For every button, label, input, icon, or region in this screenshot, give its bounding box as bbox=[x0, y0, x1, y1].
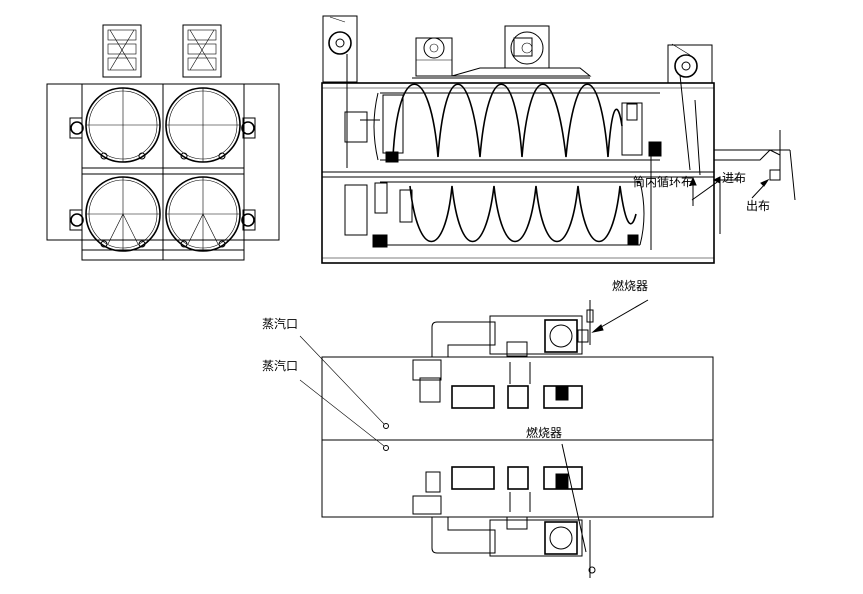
label-burner-mid: 燃烧器 bbox=[526, 425, 562, 440]
top-fan-right bbox=[504, 25, 550, 69]
end-view-roller bbox=[241, 213, 255, 227]
callout-burner-mid: 燃烧器 bbox=[526, 425, 587, 553]
plan-frame bbox=[321, 356, 714, 518]
left-roller-frame bbox=[322, 15, 358, 83]
plan-burner-assembly-bottom bbox=[431, 516, 596, 578]
label-steam-inlet-1: 蒸汽口 bbox=[262, 316, 298, 331]
end-view-drum-top-left bbox=[85, 87, 161, 163]
lower-drum bbox=[344, 145, 652, 250]
plan-burner-assembly-top bbox=[431, 300, 594, 357]
callout-cloth-out: 出布 bbox=[746, 178, 770, 213]
callout-burner-top: 燃烧器 bbox=[591, 278, 649, 333]
end-view-drum-top-right bbox=[165, 87, 241, 163]
end-view-drum-bottom-right bbox=[165, 176, 241, 252]
end-view bbox=[46, 24, 280, 261]
callout-cloth-in: 进布 bbox=[712, 171, 746, 185]
end-view-roller bbox=[241, 121, 255, 135]
upper-drum bbox=[344, 83, 662, 163]
label-cloth-in: 进布 bbox=[722, 171, 746, 185]
label-steam-inlet-2: 蒸汽口 bbox=[262, 358, 298, 373]
label-inner-circulation: 筒内循环布 bbox=[633, 174, 693, 189]
callout-steam-inlet-2: 蒸汽口 bbox=[262, 358, 389, 451]
plan-upper-row-units bbox=[412, 359, 583, 409]
guide-roller-right bbox=[674, 54, 698, 78]
end-view-fan-right bbox=[182, 24, 222, 78]
steam-inlet-marker bbox=[383, 445, 389, 451]
end-view-roller bbox=[70, 121, 84, 135]
plan-lower-row-units bbox=[412, 466, 583, 515]
steam-inlet-marker bbox=[383, 423, 389, 429]
side-elevation bbox=[321, 15, 796, 264]
label-cloth-out: 出布 bbox=[746, 199, 770, 213]
label-burner-top: 燃烧器 bbox=[612, 278, 648, 293]
end-view-roller bbox=[70, 213, 84, 227]
callout-inner-circulation: 筒内循环布 bbox=[633, 174, 697, 206]
guide-roller-left bbox=[328, 31, 352, 55]
plan-view bbox=[321, 300, 714, 578]
end-view-drum-bottom-left bbox=[85, 176, 161, 252]
top-fan-left bbox=[415, 37, 453, 77]
side-frame bbox=[321, 82, 715, 264]
callout-steam-inlet-1: 蒸汽口 bbox=[262, 316, 389, 429]
end-view-fan-left bbox=[102, 24, 142, 78]
right-roller-frame bbox=[667, 44, 713, 84]
